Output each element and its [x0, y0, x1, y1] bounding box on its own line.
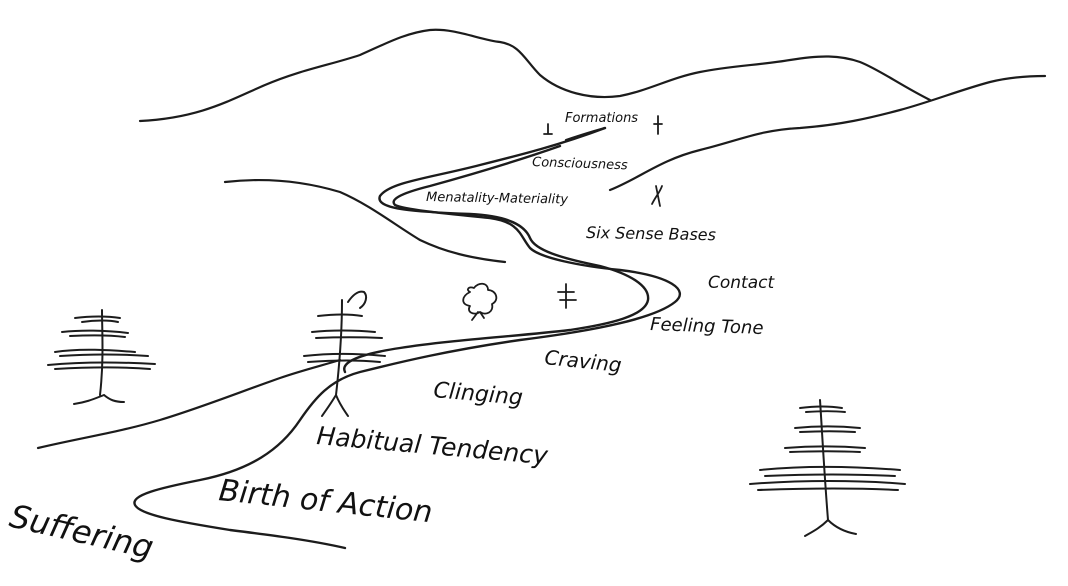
label-feeling-tone: Feeling Tone	[650, 314, 764, 339]
mountain-ridge-back	[138, 28, 932, 123]
river	[133, 126, 682, 550]
small-fir-tree	[557, 283, 577, 309]
tiny-tree-left	[543, 123, 553, 135]
dark-fir-tree	[651, 185, 663, 207]
tree-center	[303, 290, 386, 417]
bush	[462, 282, 498, 321]
mountain-ridge-right	[608, 74, 1047, 192]
label-contact: Contact	[708, 273, 775, 293]
label-six-sense-bases: Six Sense Bases	[586, 223, 716, 244]
river-bank-upper	[343, 126, 650, 374]
mountain-range	[36, 28, 1047, 450]
small-tree-cluster	[462, 115, 663, 321]
label-formations: Formations	[565, 111, 638, 126]
bank-left-lower	[36, 358, 342, 450]
tree-right	[749, 399, 906, 537]
label-consciousness: Consciousness	[532, 155, 628, 173]
tree-left	[47, 309, 156, 405]
river-bank-lower	[133, 144, 682, 550]
hill-left	[223, 179, 507, 264]
label-mentality-materiality: Menatality-Materiality	[426, 190, 568, 207]
tiny-tree-right	[653, 115, 663, 135]
